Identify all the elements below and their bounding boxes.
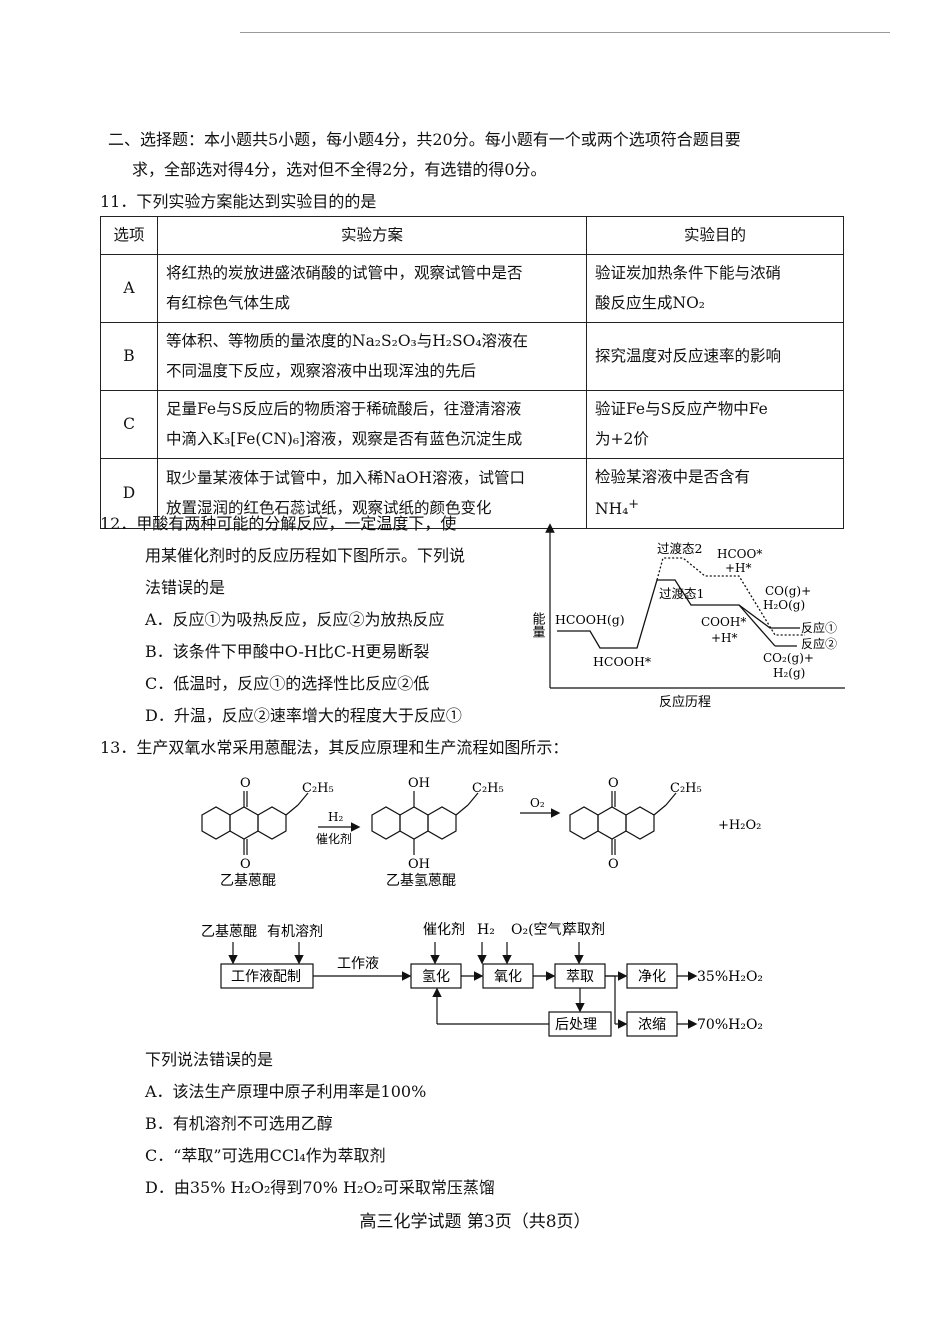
q12-option-d: D．升温，反应②速率增大的程度大于反应① [145,706,462,725]
label-output-35: 35%H₂O₂ [697,969,763,985]
label-hcooh-ads: HCOOH* [593,654,652,669]
header-goal: 实验目的 [586,215,844,256]
mol2-oh-top: OH [408,776,430,791]
label-working-solution: 工作液 [337,956,379,972]
table-header-row: 选项 实验方案 实验目的 [100,215,844,256]
q12-stem-3: 法错误的是 [145,578,226,597]
row-plan: 将红热的炭放进盛浓硝酸的试管中，观察试管中是否有红棕色气体生成 [157,254,587,324]
q12-option-b: B．该条件下甲酸中O-H比C-H更易断裂 [145,642,430,661]
row-option: D [100,458,158,530]
page-footer: 高三化学试题 第3页（共8页） [359,1212,591,1232]
q13-option-d: D．由35% H₂O₂得到70% H₂O₂可采取常压蒸馏 [145,1178,495,1197]
row-option: B [100,322,158,392]
table-row: D 取少量某液体于试管中，加入稀NaOH溶液，试管口放置湿润的红色石蕊试纸，观察… [100,458,844,530]
row-plan: 取少量某液体于试管中，加入稀NaOH溶液，试管口放置湿润的红色石蕊试纸，观察试纸… [157,458,587,530]
label-cooh-1: COOH* [701,615,746,629]
flow-input-o2: O₂(空气) [511,922,567,938]
row-plan: 足量Fe与S反应后的物质溶于稀硫酸后，往澄清溶液中滴入K₃[Fe(CN)₆]溶液… [157,390,587,460]
molecule-ethylhydroanthraquinone [371,791,479,855]
y-axis-label: 能量 [530,612,546,638]
product-h2o2: +H₂O₂ [718,818,761,833]
flow-input-anthraquinone: 乙基蒽醌 [201,923,257,940]
label-hcoo-1: HCOO* [717,547,762,561]
q13-option-b: B．有机溶剂不可选用乙醇 [145,1114,333,1133]
table-row: A 将红热的炭放进盛浓硝酸的试管中，观察试管中是否有红棕色气体生成 验证炭加热条… [100,254,844,324]
q12-option-c: C．低温时，反应①的选择性比反应②低 [145,674,430,693]
label-r1: 反应① [801,620,837,635]
pathway-1-curve [557,579,800,649]
label-r2: 反应② [801,636,837,651]
label-ts2: 过渡态2 [657,541,702,556]
label-co2-2: H₂(g) [773,666,805,680]
q11-stem: 11．下列实验方案能达到实验目的的是 [100,192,377,211]
reagent-catalyst: 催化剂 [316,831,352,846]
mol2-ethyl: C₂H₅ [472,781,504,796]
mol1-ethyl: C₂H₅ [302,781,334,796]
molecule-ethylanthraquinone-product [569,791,677,855]
q11-table: 选项 实验方案 实验目的 A 将红热的炭放进盛浓硝酸的试管中，观察试管中是否有红… [100,215,844,530]
mol1-name: 乙基蒽醌 [220,872,276,889]
mol2-name: 乙基氢蒽醌 [386,872,456,889]
energy-profile-diagram: 能量 HCOOH(g) HCOOH* 过渡态2 过渡态1 HCOO* +H* C… [530,523,845,710]
header-rule [240,32,890,33]
label-cooh-2: +H* [711,631,738,645]
q13-question: 下列说法错误的是 [145,1050,274,1069]
process-flow: 乙基蒽醌 有机溶剂 催化剂 H₂ O₂(空气) 萃取剂 工作液配制 工 [201,922,763,1037]
label-box-concentration: 浓缩 [638,1017,666,1033]
q12-stem-2: 用某催化剂时的反应历程如下图所示。下列说 [145,546,466,565]
row-goal: 探究温度对反应速率的影响 [586,322,844,392]
label-hcooh-g: HCOOH(g) [555,612,625,627]
mol2-oh-bottom: OH [408,857,430,872]
label-box-oxidation: 氧化 [494,969,522,985]
flow-input-h2: H₂ [477,922,495,938]
label-ts1: 过渡态1 [659,586,704,601]
flow-input-extractant: 萃取剂 [563,922,605,938]
flow-input-catalyst: 催化剂 [423,922,465,938]
label-box-prep: 工作液配制 [231,969,301,985]
section-heading-line1: 二、选择题：本小题共5小题，每小题4分，共20分。每小题有一个或两个选项符合题目… [108,130,741,149]
reaction-scheme: O O C₂H₅ 乙基蒽醌 H₂ 催化剂 OH OH C₂H₅ 乙基氢蒽醌 O₂… [201,776,761,889]
label-co-2: H₂O(g) [763,598,805,612]
header-option: 选项 [100,215,158,256]
q13-option-c: C．“萃取”可选用CCl₄作为萃取剂 [145,1146,386,1165]
row-plan: 等体积、等物质的量浓度的Na₂S₂O₃与H₂SO₄溶液在不同温度下反应，观察溶液… [157,322,587,392]
header-plan: 实验方案 [157,215,587,256]
mol1-o-top: O [240,776,251,791]
row-goal: 验证炭加热条件下能与浓硝酸反应生成NO₂ [586,254,844,324]
mol3-ethyl: C₂H₅ [670,781,702,796]
table-row: B 等体积、等物质的量浓度的Na₂S₂O₃与H₂SO₄溶液在不同温度下反应，观察… [100,322,844,392]
table-row: C 足量Fe与S反应后的物质溶于稀硫酸后，往澄清溶液中滴入K₃[Fe(CN)₆]… [100,390,844,460]
label-box-extraction: 萃取 [566,969,594,985]
q13-option-a: A．该法生产原理中原子利用率是100% [145,1082,427,1101]
q13-stem: 13．生产双氧水常采用蒽醌法，其反应原理和生产流程如图所示： [100,738,569,757]
q12-option-a: A．反应①为吸热反应，反应②为放热反应 [145,610,445,629]
label-hcoo-2: +H* [725,561,752,575]
section-heading-line2: 求，全部选对得4分，选对但不全得2分，有选错的得0分。 [132,160,547,179]
label-output-70: 70%H₂O₂ [697,1017,763,1033]
q12-stem-1: 12．甲酸有两种可能的分解反应，一定温度下，使 [100,514,457,533]
label-co2-1: CO₂(g)+ [763,651,814,665]
mol1-o-bottom: O [240,857,251,872]
reagent-h2: H₂ [328,810,343,824]
mol3-o-top: O [608,776,619,791]
x-axis-label: 反应历程 [659,694,711,710]
row-option: C [100,390,158,460]
molecule-ethylanthraquinone [201,791,309,855]
flow-input-solvent: 有机溶剂 [267,924,323,940]
mol3-o-bottom: O [608,857,619,872]
label-box-hydrogenation: 氢化 [422,969,450,985]
label-co-1: CO(g)+ [765,584,811,598]
label-box-purification: 净化 [638,969,666,985]
pathway-1-branch [738,604,776,647]
row-option: A [100,254,158,324]
label-box-post-treatment: 后处理 [555,1017,597,1033]
reagent-o2: O₂ [530,796,545,810]
